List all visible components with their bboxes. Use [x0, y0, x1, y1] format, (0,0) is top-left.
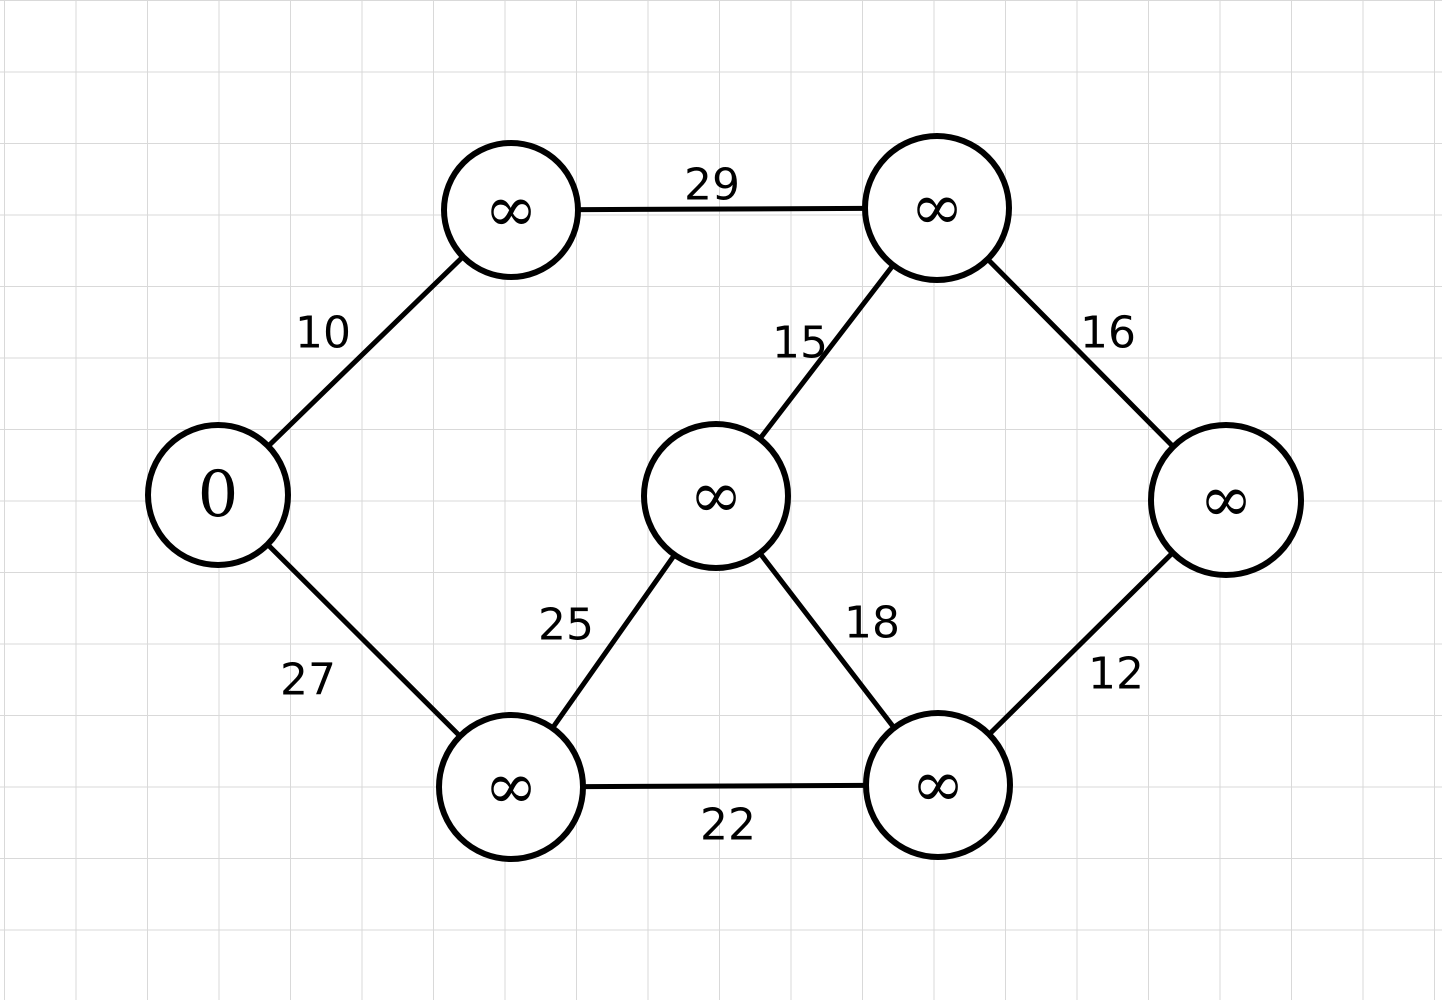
edge-weight-g-f: 12 [1088, 649, 1144, 700]
node-g: ∞ [1148, 422, 1304, 578]
node-circle [441, 140, 581, 280]
node-circle [436, 712, 586, 862]
node-circle [863, 710, 1013, 860]
node-distance-label: 0 [198, 458, 239, 532]
node-distance-label: ∞ [484, 750, 537, 824]
edge-weight-d-e: 25 [538, 600, 594, 651]
edge-labels-layer: 10 27 29 15 16 25 18 22 12 [280, 160, 1144, 851]
node-distance-label: ∞ [689, 459, 742, 533]
node-d: ∞ [641, 421, 791, 571]
node-e: ∞ [436, 712, 586, 862]
edge-weight-c-d: 15 [772, 318, 828, 369]
edge-weight-a-b: 10 [295, 308, 351, 359]
node-distance-label: ∞ [1199, 463, 1252, 537]
node-distance-label: ∞ [911, 748, 964, 822]
node-distance-label: ∞ [910, 171, 963, 245]
node-f: ∞ [863, 710, 1013, 860]
node-circle [145, 422, 291, 568]
edge-weight-e-f: 22 [700, 800, 756, 851]
node-b: ∞ [441, 140, 581, 280]
node-circle [641, 421, 791, 571]
node-distance-label: ∞ [484, 173, 537, 247]
node-c: ∞ [862, 133, 1012, 283]
nodes-layer: 0 ∞ ∞ ∞ ∞ ∞ ∞ [145, 133, 1304, 862]
edge-weight-d-f: 18 [844, 598, 900, 649]
edge-weight-a-e: 27 [280, 655, 336, 706]
edge-weight-c-g: 16 [1080, 308, 1136, 359]
edge-weight-b-c: 29 [684, 160, 740, 211]
node-circle [862, 133, 1012, 283]
node-a: 0 [145, 422, 291, 568]
node-circle [1148, 422, 1304, 578]
